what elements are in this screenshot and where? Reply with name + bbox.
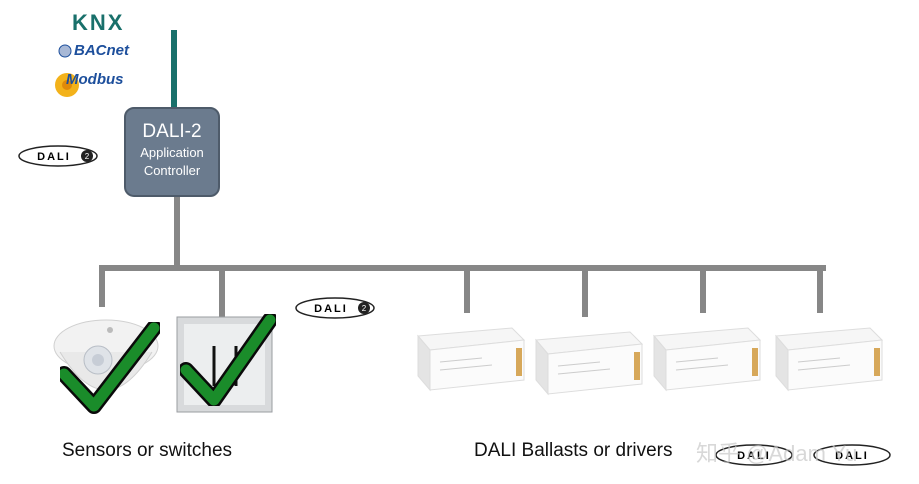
dali-badge-text: DALI: [314, 303, 348, 315]
dali-driver-3: [648, 318, 763, 398]
dali-badge-version: 2: [85, 152, 90, 161]
dali-driver-1: [412, 318, 527, 398]
dali-badge-text: DALI: [737, 450, 771, 462]
bus-drop-1: [99, 265, 105, 307]
watermark: 知乎 @Adam Yu: [696, 441, 858, 466]
bus-drop-3: [464, 265, 470, 313]
knx-logo: KNX: [72, 10, 125, 35]
controller-subtitle-1: Application: [140, 145, 204, 160]
dali-badge-text: DALI: [835, 450, 869, 462]
dali-badge-text: DALI: [37, 151, 71, 163]
protocol-link-line: [171, 30, 177, 108]
bacnet-logo-text: BACnet: [74, 42, 129, 59]
modbus-icon: [52, 70, 82, 105]
modbus-logo-text: Modbus: [66, 71, 124, 88]
bus-drop-2: [219, 265, 225, 317]
dali-badge-bottom-2: DALI: [812, 444, 892, 471]
ballasts-label: DALI Ballasts or drivers: [474, 440, 673, 461]
dali-badge-top: DALI 2: [18, 145, 98, 172]
controller-subtitle-2: Controller: [143, 163, 201, 178]
bus-drop-5: [700, 265, 706, 313]
checkmark-icon: [56, 320, 162, 419]
bacnet-logo: [58, 44, 72, 63]
controller-drop-line: [174, 197, 180, 267]
dali-bus-line: [99, 265, 826, 271]
dali-driver-2: [530, 322, 645, 402]
dali-driver-4: [770, 318, 885, 398]
bus-drop-6: [817, 265, 823, 313]
application-controller: DALI-2 Application Controller: [124, 107, 220, 197]
bacnet-globe-icon: [58, 44, 72, 58]
controller-title: DALI-2: [142, 121, 202, 142]
sensors-label: Sensors or switches: [62, 440, 233, 461]
dali-badge-bottom-1: DALI: [714, 444, 794, 471]
dali-badge-version: 2: [362, 304, 367, 313]
bus-drop-4: [582, 265, 588, 317]
checkmark-icon: [178, 312, 278, 411]
dali-badge-middle: DALI 2: [295, 297, 375, 324]
